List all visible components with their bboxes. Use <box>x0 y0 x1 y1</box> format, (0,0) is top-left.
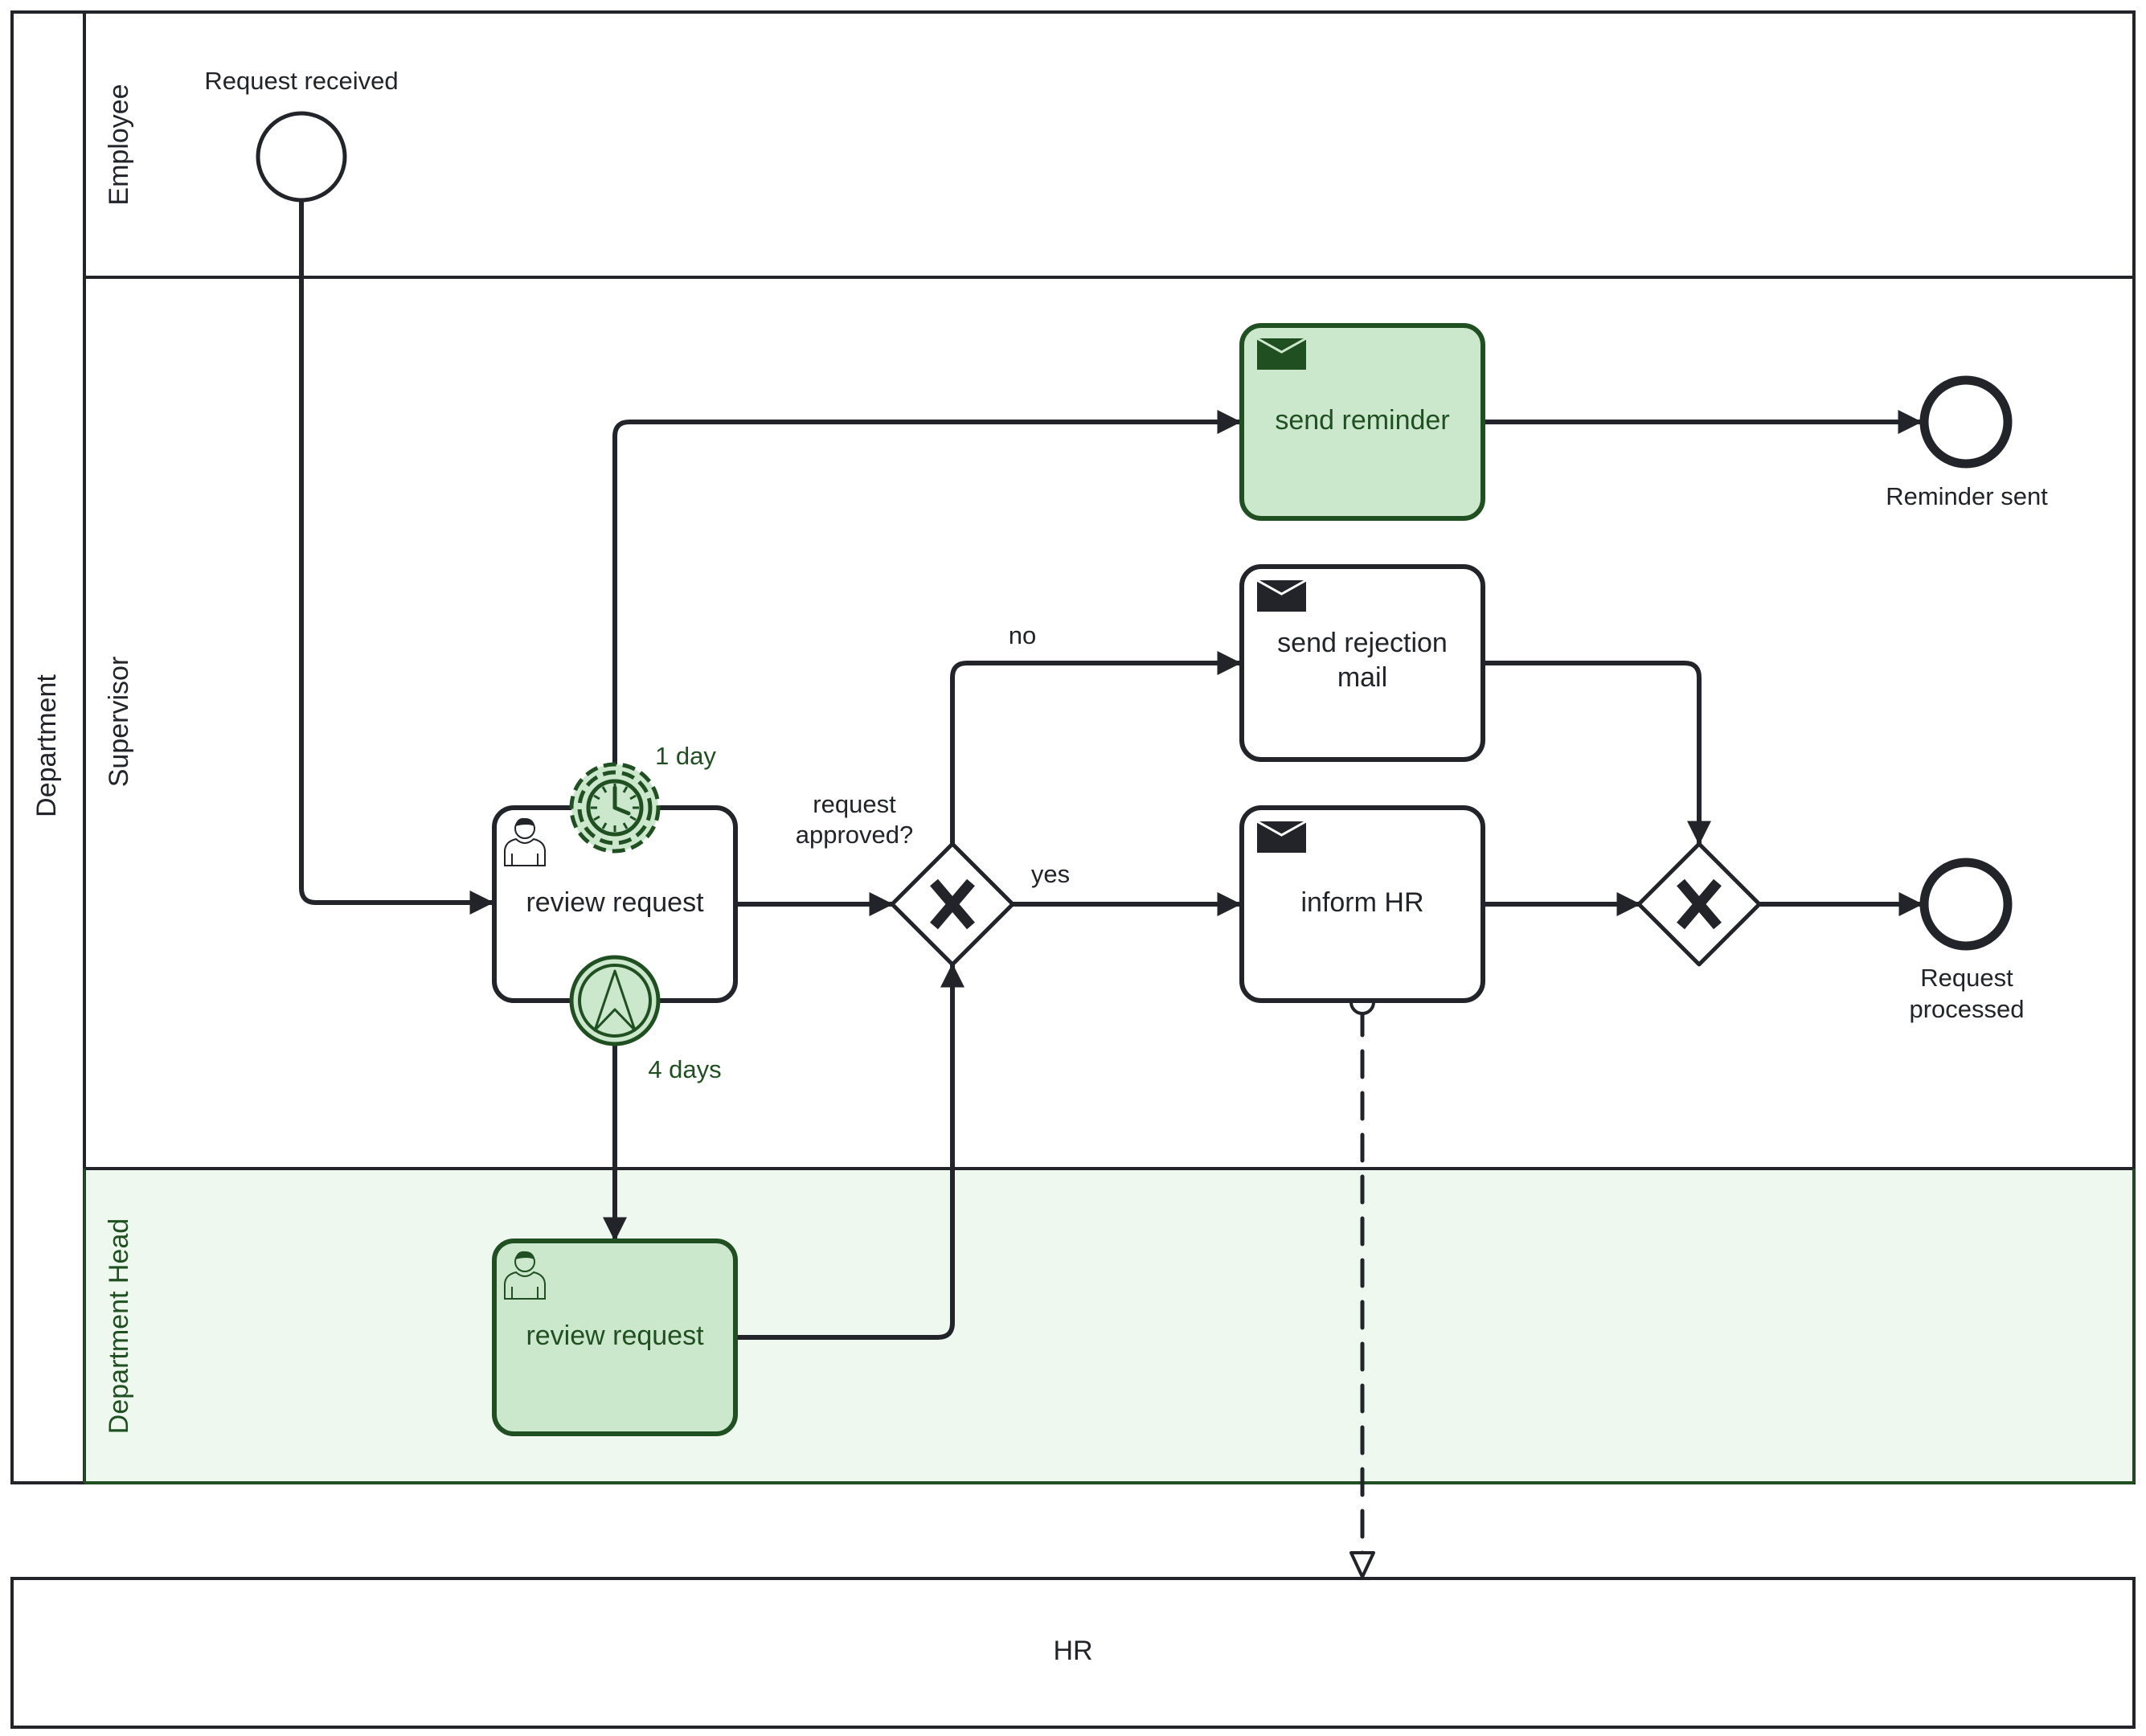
envelope-icon <box>1256 579 1307 612</box>
task-send-rejection-mail[interactable]: send rejection mail <box>1239 564 1485 762</box>
lane-label-department-head: Department Head <box>104 1218 134 1434</box>
timer-boundary-event[interactable]: 1 day <box>569 742 716 854</box>
task-label-line1: send rejection <box>1277 628 1448 658</box>
task-review-request-department-head[interactable]: review request <box>492 1239 738 1436</box>
sequence-flows <box>299 201 1923 1340</box>
clock-tick <box>622 786 629 793</box>
lane-label-employee: Employee <box>104 84 134 205</box>
task-send-reminder[interactable]: send reminder <box>1239 323 1485 521</box>
flow-head-review-to-gateway[interactable] <box>737 963 964 1340</box>
user-icon <box>504 1251 546 1300</box>
clock-tick <box>593 794 600 800</box>
end-event-request-processed[interactable]: Request processed <box>1909 858 2025 1023</box>
envelope-icon <box>1256 820 1307 853</box>
lane-label-supervisor: Supervisor <box>104 657 134 788</box>
escalation-label: 4 days <box>648 1055 721 1083</box>
task-label: review request <box>526 1320 704 1351</box>
start-event-label: Request received <box>204 67 398 95</box>
end-event-label: Reminder sent <box>1886 482 2048 510</box>
exclusive-x-icon <box>1677 878 1722 930</box>
gateway-label-line2: approved? <box>796 821 914 849</box>
task-review-request-supervisor[interactable]: review request <box>492 805 738 1003</box>
clock-tick <box>629 815 637 821</box>
task-label: inform HR <box>1300 887 1423 918</box>
timer-label: 1 day <box>655 742 716 770</box>
end-event-label-line1: Request <box>1920 964 2013 992</box>
clock-tick <box>593 815 600 821</box>
end-event-reminder-sent[interactable]: Reminder sent <box>1886 375 2048 510</box>
flow-label-yes: yes <box>1031 860 1070 888</box>
flow-timer-to-send-reminder[interactable] <box>612 410 1242 765</box>
flow-start-to-review[interactable] <box>299 201 494 915</box>
escalation-boundary-event[interactable]: 4 days <box>569 955 722 1083</box>
hr-pool-border <box>10 1577 2136 1729</box>
flow-rejection-to-merge[interactable] <box>1483 661 1711 845</box>
end-event-label-line2: processed <box>1909 995 2024 1023</box>
flow-label-no: no <box>1009 621 1036 649</box>
flow-gateway-no[interactable] <box>950 651 1242 844</box>
clock-tick <box>601 822 608 829</box>
department-pool[interactable]: Department Employee Supervisor Departmen… <box>10 10 2136 1484</box>
message-flow-arrowhead <box>1349 1551 1375 1578</box>
clock-tick <box>601 786 608 793</box>
envelope-icon <box>1256 337 1307 370</box>
user-icon <box>504 817 546 866</box>
exclusive-x-icon <box>930 878 975 930</box>
pool-label-department: Department <box>31 674 62 817</box>
gateway-request-approved[interactable]: request approved? no yes <box>796 621 1070 967</box>
task-label: review request <box>526 887 704 918</box>
hr-pool-label: HR <box>1053 1636 1092 1666</box>
gateway-label-line1: request <box>813 790 896 818</box>
clock-icon <box>586 779 644 837</box>
hr-pool[interactable]: HR <box>10 1577 2136 1729</box>
start-event-request-received[interactable]: Request received <box>204 67 399 203</box>
clock-tick <box>629 794 637 800</box>
clock-tick <box>622 822 629 829</box>
department-head-lane-bg <box>84 1169 2134 1483</box>
task-label-line2: mail <box>1337 662 1387 693</box>
task-label: send reminder <box>1275 405 1449 436</box>
escalation-icon <box>593 969 637 1032</box>
gateway-merge[interactable] <box>1636 841 1762 967</box>
task-inform-hr[interactable]: inform HR <box>1239 805 1485 1003</box>
